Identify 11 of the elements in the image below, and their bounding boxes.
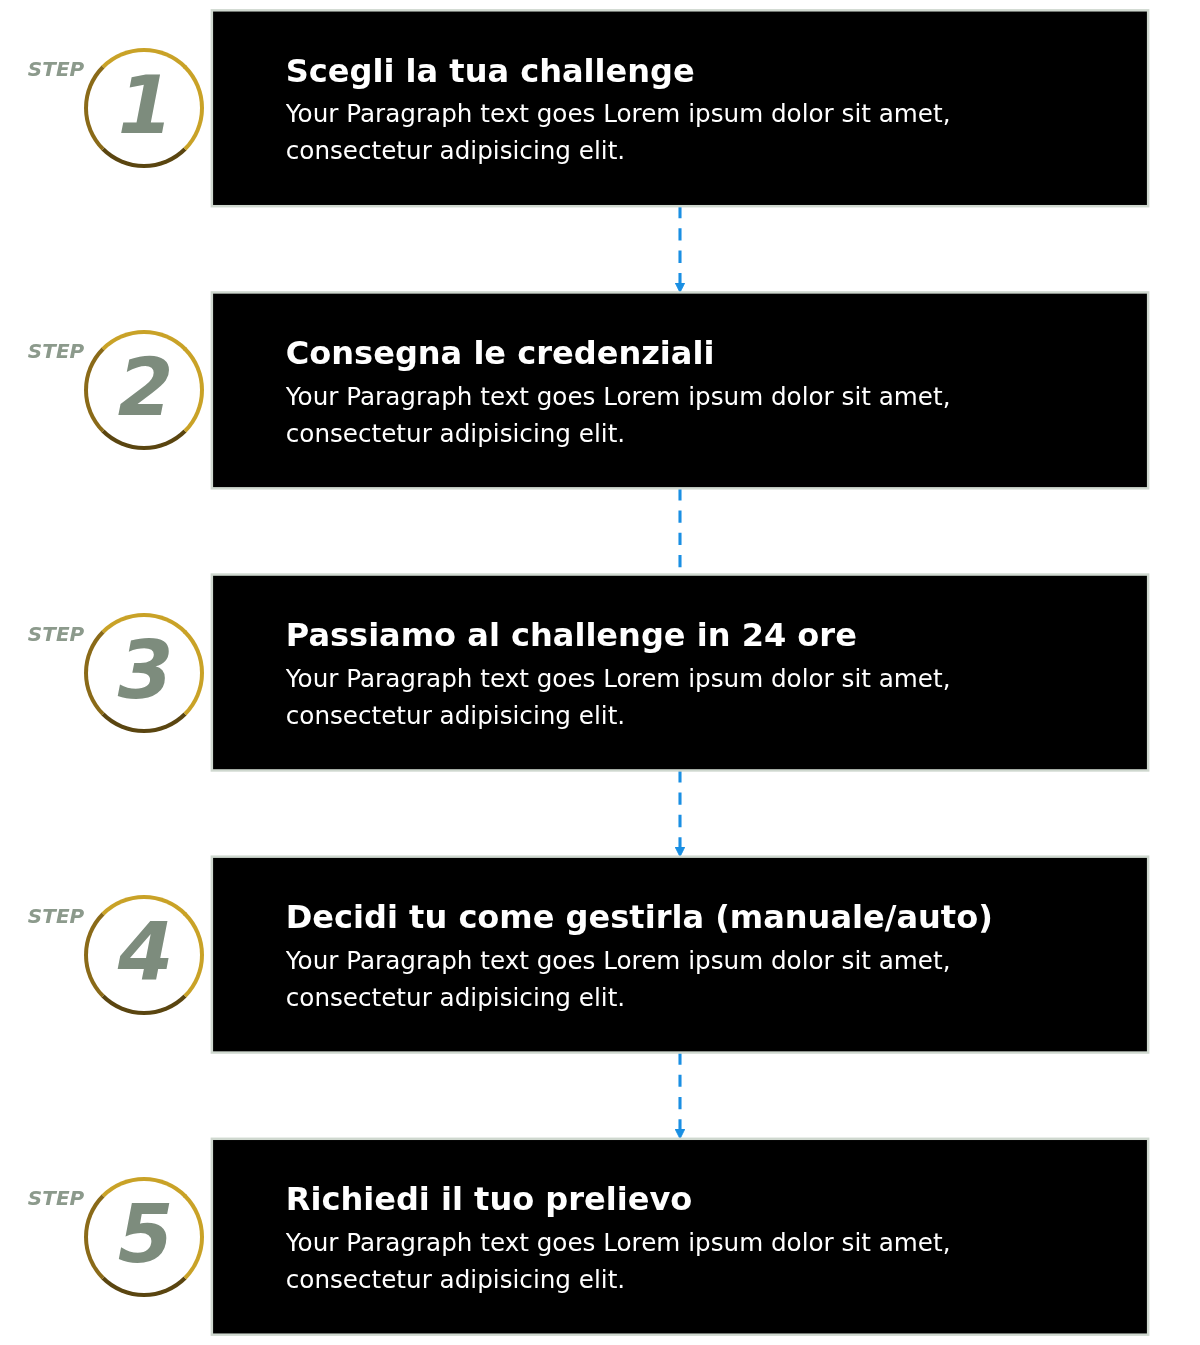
step-number: 5 (117, 1194, 174, 1275)
arrow (674, 206, 686, 293)
step-number: 1 (117, 66, 174, 147)
node-box: Decidi tu come gestirla (manuale/auto) Your Paragraph text goes Lorem ipsum dolor sit amet, consectetur adipisicing elit. (210, 855, 1150, 1054)
node-box: Passiamo al challenge in 24 ore Your Paragraph text goes Lorem ipsum dolor sit amet, consectetur adipisicing elit. (210, 573, 1150, 772)
step-number: 4 (117, 912, 174, 993)
step-number: 2 (117, 348, 174, 429)
step-number: 3 (117, 630, 174, 711)
node-box: Richiedi il tuo prelievo Your Paragraph text goes Lorem ipsum dolor sit amet, consectetur adipisicing elit. (210, 1137, 1150, 1336)
node-box: Scegli la tua challenge Your Paragraph text goes Lorem ipsum dolor sit amet, consectetur adipisicing elit. (210, 9, 1150, 208)
node-box: Consegna le credenziali Your Paragraph text goes Lorem ipsum dolor sit amet, consectetur adipisicing elit. (210, 291, 1150, 490)
